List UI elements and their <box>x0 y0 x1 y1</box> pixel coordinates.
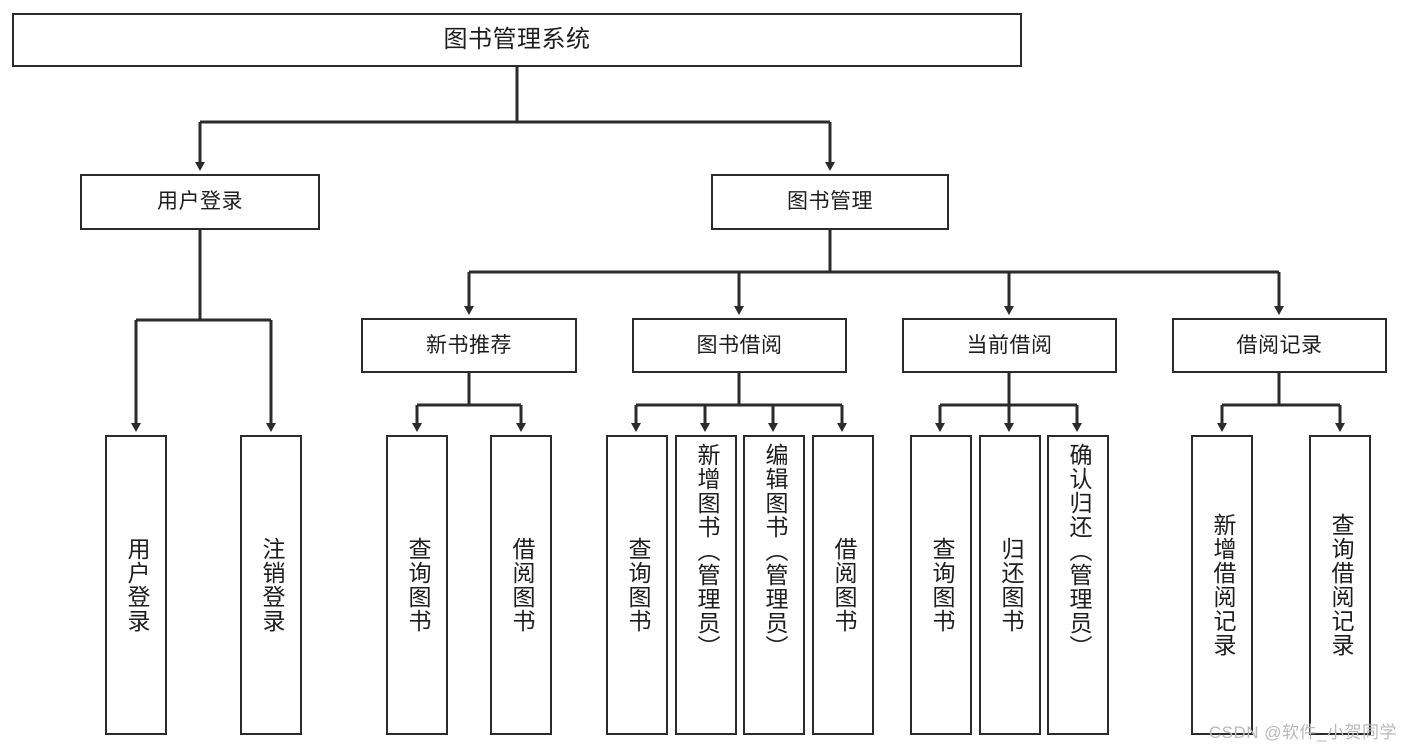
node-label: 确认归还（管理员） <box>1065 443 1092 659</box>
leaf-current-return-book[interactable]: 归还图书 <box>979 435 1041 735</box>
node-new-book-recommend[interactable]: 新书推荐 <box>361 318 577 373</box>
leaf-new-books-query-book[interactable]: 查询图书 <box>386 435 448 735</box>
leaf-user-logout[interactable]: 注销登录 <box>240 435 302 735</box>
node-label: 查询图书 <box>928 537 955 633</box>
leaf-user-login[interactable]: 用户登录 <box>105 435 167 735</box>
node-label: 用户登录 <box>123 537 150 633</box>
node-label: 查询图书 <box>404 537 431 633</box>
node-label: 图书管理系统 <box>443 25 591 53</box>
leaf-current-query-book[interactable]: 查询图书 <box>910 435 972 735</box>
node-label: 图书管理 <box>787 190 873 214</box>
leaf-new-books-borrow-book[interactable]: 借阅图书 <box>490 435 552 735</box>
node-book-borrow[interactable]: 图书借阅 <box>632 318 847 373</box>
watermark: CSDN @软件_小贺同学 <box>1208 723 1397 742</box>
node-user-login[interactable]: 用户登录 <box>80 174 320 230</box>
node-book-management[interactable]: 图书管理 <box>711 174 949 230</box>
leaf-borrow-query-book[interactable]: 查询图书 <box>606 435 668 735</box>
node-label: 编辑图书（管理员） <box>761 443 788 659</box>
node-current-borrow[interactable]: 当前借阅 <box>902 318 1117 373</box>
node-label: 归还图书 <box>997 537 1024 633</box>
node-label: 图书借阅 <box>696 333 783 357</box>
node-label: 当前借阅 <box>966 333 1053 357</box>
node-label: 查询借阅记录 <box>1327 513 1354 657</box>
node-label: 查询图书 <box>624 537 651 633</box>
leaf-borrow-borrow-book[interactable]: 借阅图书 <box>812 435 874 735</box>
leaf-borrow-edit-book-admin[interactable]: 编辑图书（管理员） <box>743 435 805 735</box>
node-label: 用户登录 <box>157 190 243 214</box>
node-label: 新书推荐 <box>426 333 512 357</box>
node-label: 新增图书（管理员） <box>693 443 720 659</box>
node-label: 新增借阅记录 <box>1209 513 1236 657</box>
node-borrow-records[interactable]: 借阅记录 <box>1172 318 1387 373</box>
leaf-borrow-add-book-admin[interactable]: 新增图书（管理员） <box>675 435 737 735</box>
node-root-system[interactable]: 图书管理系统 <box>12 13 1022 67</box>
node-label: 借阅记录 <box>1236 333 1323 357</box>
leaf-current-confirm-return-admin[interactable]: 确认归还（管理员） <box>1047 435 1109 735</box>
leaf-records-query-record[interactable]: 查询借阅记录 <box>1309 435 1371 735</box>
leaf-records-add-record[interactable]: 新增借阅记录 <box>1191 435 1253 735</box>
node-label: 借阅图书 <box>830 537 857 633</box>
node-label: 借阅图书 <box>508 537 535 633</box>
node-label: 注销登录 <box>258 537 285 633</box>
